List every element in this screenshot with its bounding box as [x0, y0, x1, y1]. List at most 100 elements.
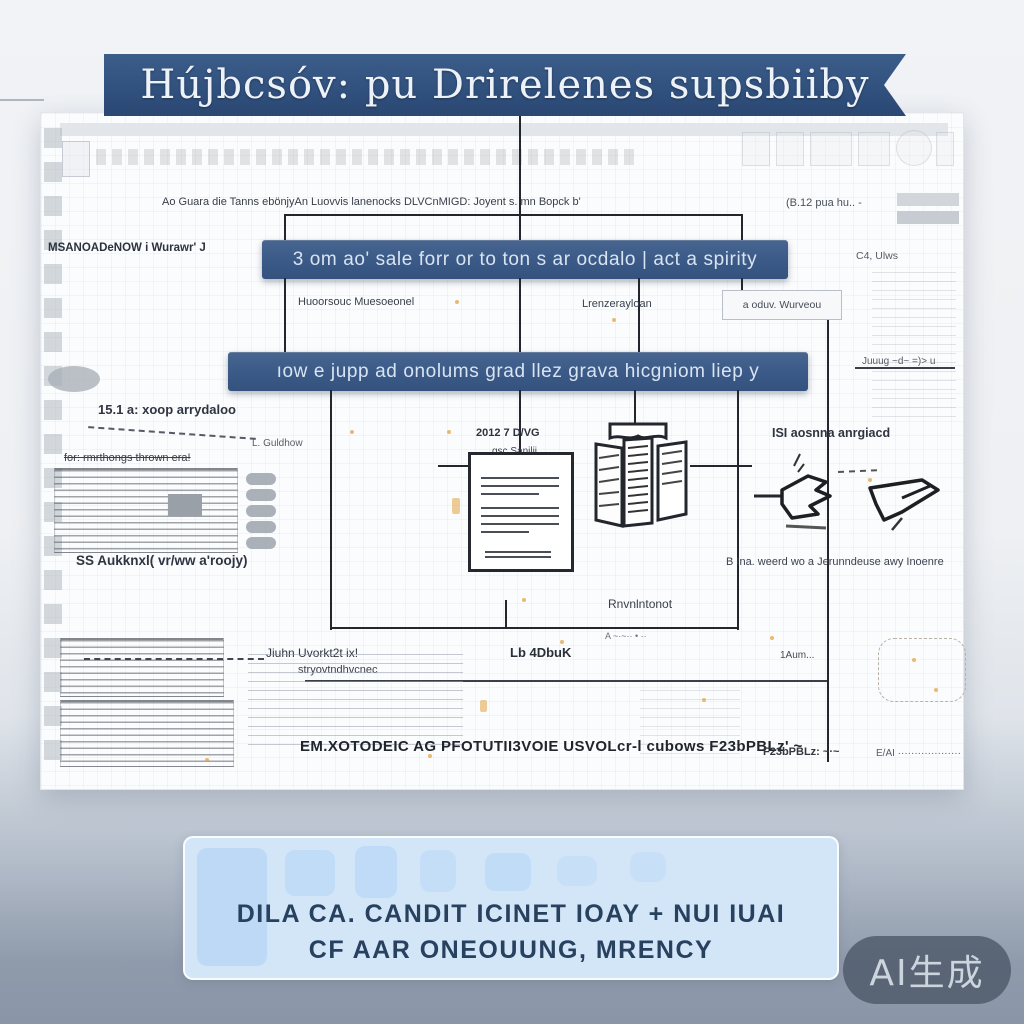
meta-text-right: (B.12 pua hu.. - — [786, 197, 862, 209]
footer-blob — [630, 852, 666, 882]
connector-line — [330, 390, 332, 630]
gray-blob — [246, 537, 276, 549]
left-heading: 15.1 a: xoop arrydaloo — [98, 402, 236, 417]
toolbar-icon — [810, 132, 852, 166]
lined-block — [248, 654, 463, 750]
color-speck — [452, 498, 460, 514]
edge-line — [0, 99, 44, 101]
gray-blob — [246, 473, 276, 485]
color-speck — [447, 430, 451, 434]
open-book-icon — [594, 422, 688, 528]
doc-subtitle: gsc Sanilji — [492, 446, 537, 457]
connector-line — [438, 465, 468, 467]
color-speck — [934, 688, 938, 692]
flow-bar-2: ıow e jupp ad onolums grad llez grava hi… — [228, 352, 808, 391]
connector-line — [741, 214, 743, 242]
ai-watermark-badge: AI生成 — [843, 936, 1011, 1004]
color-speck — [480, 700, 487, 712]
connector-line — [638, 278, 640, 352]
data-table — [60, 638, 224, 697]
toolbar-icon — [776, 132, 804, 166]
lined-block — [640, 690, 740, 756]
connector-line — [634, 390, 636, 430]
right-heading: ISI aosnna anrgiacd — [772, 426, 891, 440]
connector-line — [827, 310, 829, 762]
ai-watermark-label: AI生成 — [869, 953, 985, 994]
rynm-label: Rnvnlntonot — [608, 597, 673, 611]
sketch-shapes-icon — [754, 453, 940, 531]
color-speck — [522, 598, 526, 602]
left-header-label: MSANOADeNOW i Wurawr' J — [48, 242, 206, 254]
color-speck — [455, 300, 459, 304]
data-table — [60, 700, 234, 767]
gray-blob — [246, 521, 276, 533]
aum-label: 1Aum... — [780, 650, 815, 661]
connector-line — [505, 600, 507, 629]
meta-text-left: Ao Guara die Tanns ebönjyAn Luovvis lane… — [162, 196, 581, 208]
gray-ellipse — [48, 366, 100, 392]
title-banner: Hújbcsóv: pu Drirelenes supsbiiby — [104, 54, 906, 116]
connector-line — [284, 278, 286, 352]
faint-table — [872, 272, 956, 422]
faded-text-row — [96, 149, 636, 165]
color-speck — [350, 430, 354, 434]
connector-line — [519, 390, 521, 454]
footer-line-1: DILA CA. CANDIT ICINET IOAY + NUI IUAI — [236, 900, 786, 928]
strike-note: for: rmrthongs thrown era! — [64, 452, 191, 464]
toolbar-icon — [742, 132, 770, 166]
toolbar-strip — [60, 123, 948, 136]
footer-blob — [420, 850, 456, 892]
color-speck — [560, 640, 564, 644]
connector-line — [519, 278, 521, 352]
flow-bar-2-label: ıow e jupp ad onolums grad llez grava hi… — [276, 361, 760, 382]
bottom-right-note-1: F23bPBLz: ~·~ — [763, 746, 840, 758]
module-label-2: Lrenzerayloan — [582, 298, 652, 310]
gray-blob — [246, 489, 276, 501]
dash-note: L. Guldhow — [252, 438, 303, 449]
flow-bar-1: 3 om ao' sale forr or to ton s ar ocdalo… — [262, 240, 788, 279]
page-thumbnail-icon — [62, 141, 90, 177]
table-block — [168, 494, 202, 516]
flow-bar-1-label: 3 om ao' sale forr or to ton s ar ocdalo… — [292, 249, 758, 270]
sidebar-strip — [44, 128, 62, 773]
right-caption: B Ina. weerd wo a Jerunndeuse awy Inoenr… — [726, 556, 944, 568]
bottom-bold-caption: EM.XOTODEIC AG PFOTUTII3VOIE USVOLcr-l c… — [300, 738, 803, 755]
color-speck — [702, 698, 706, 702]
connector-line — [284, 214, 742, 216]
footer-blob — [285, 850, 335, 896]
connector-line — [284, 214, 286, 242]
llag-label: Lb 4DbuK — [510, 645, 572, 660]
dash-small-note: A ~·~·· • ·· — [605, 631, 647, 641]
connector-line — [305, 680, 827, 682]
color-speck — [912, 658, 916, 662]
footer-blob — [557, 856, 597, 886]
right-small-label: C4, Ulws — [856, 250, 899, 262]
gray-blob — [246, 505, 276, 517]
toolbar-icon — [858, 132, 890, 166]
toolbar-icon — [936, 132, 954, 166]
connector-line — [519, 116, 521, 242]
footer-callout-box: DILA CA. CANDIT ICINET IOAY + NUI IUAI C… — [183, 836, 839, 980]
footer-line-2: CF AAR ONEOUUNG, MRENCY — [308, 936, 714, 964]
module-label-3: a oduv. Wurveou — [742, 299, 822, 311]
color-speck — [868, 478, 872, 482]
color-speck — [205, 758, 209, 762]
footer-blob — [355, 846, 397, 898]
color-speck — [428, 754, 432, 758]
data-table — [54, 468, 238, 553]
document-icon — [468, 452, 574, 572]
section-label: SS Aukknxl( vr/ww a'roojy) — [76, 553, 248, 568]
color-speck — [770, 636, 774, 640]
connector-line — [737, 390, 739, 630]
magnifier-icon — [896, 130, 932, 166]
field-placeholder — [897, 211, 959, 224]
connector-line — [330, 627, 737, 629]
banner-title: Hújbcsóv: pu Drirelenes supsbiiby — [140, 62, 870, 108]
bottom-right-note-2: E/AI ··················· — [876, 748, 961, 759]
color-speck — [612, 318, 616, 322]
module-box-3: a oduv. Wurveou — [722, 290, 842, 320]
branch-line — [855, 367, 955, 369]
footer-blob — [485, 853, 531, 891]
dashed-region — [878, 638, 966, 702]
connector-line — [690, 465, 752, 467]
